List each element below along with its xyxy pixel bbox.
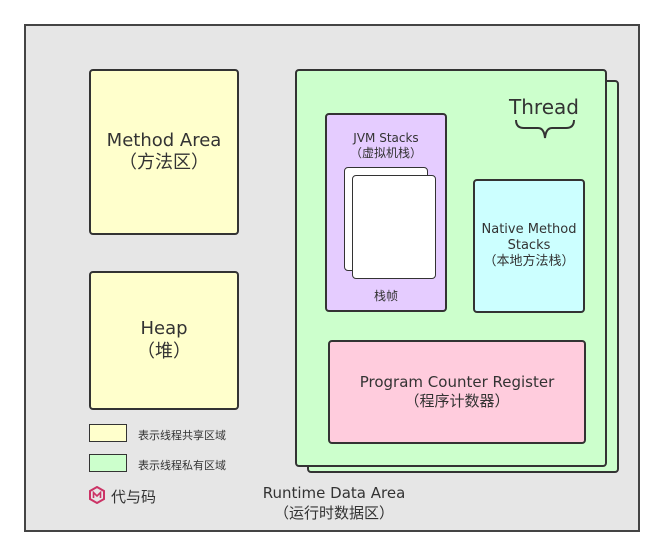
pc-register-title: Program Counter Register (359, 373, 555, 392)
legend-shared-label: 表示线程共享区域 (138, 429, 226, 442)
thread-brace-icon (515, 119, 575, 139)
method-area-title: Method Area (106, 129, 222, 151)
brand-logo-icon (89, 486, 105, 504)
method-area-box: Method Area （方法区） (89, 69, 239, 235)
heap-title: Heap (140, 318, 188, 339)
runtime-caption-subtitle: （运行时数据区） (273, 503, 394, 522)
jvm-stacks-subtitle: （虚拟机栈） (349, 146, 422, 160)
stack-frame-front (352, 175, 436, 279)
jvm-stacks-title: JVM Stacks (353, 131, 419, 145)
native-stacks-title-2: Stacks (507, 237, 551, 253)
heap-subtitle: （堆） (137, 340, 191, 362)
runtime-caption-title: Runtime Data Area (262, 484, 406, 502)
program-counter-register-box: Program Counter Register （程序计数器） (328, 340, 586, 444)
thread-label: Thread (509, 95, 579, 119)
native-stacks-title-1: Native Method (481, 221, 577, 237)
pc-register-subtitle: （程序计数器） (404, 392, 510, 410)
native-stacks-subtitle: （本地方法栈） (483, 254, 575, 270)
native-method-stacks-box: Native Method Stacks （本地方法栈） (473, 179, 585, 313)
heap-box: Heap （堆） (89, 271, 239, 410)
legend-private-label: 表示线程私有区域 (138, 459, 226, 472)
brand-name: 代与码 (111, 488, 157, 506)
runtime-data-area-caption: Runtime Data Area （运行时数据区） (252, 484, 416, 523)
legend-private-swatch (89, 454, 127, 472)
legend-shared-swatch (89, 424, 127, 442)
stack-frame-label: 栈帧 (373, 289, 398, 303)
method-area-subtitle: （方法区） (119, 152, 209, 173)
